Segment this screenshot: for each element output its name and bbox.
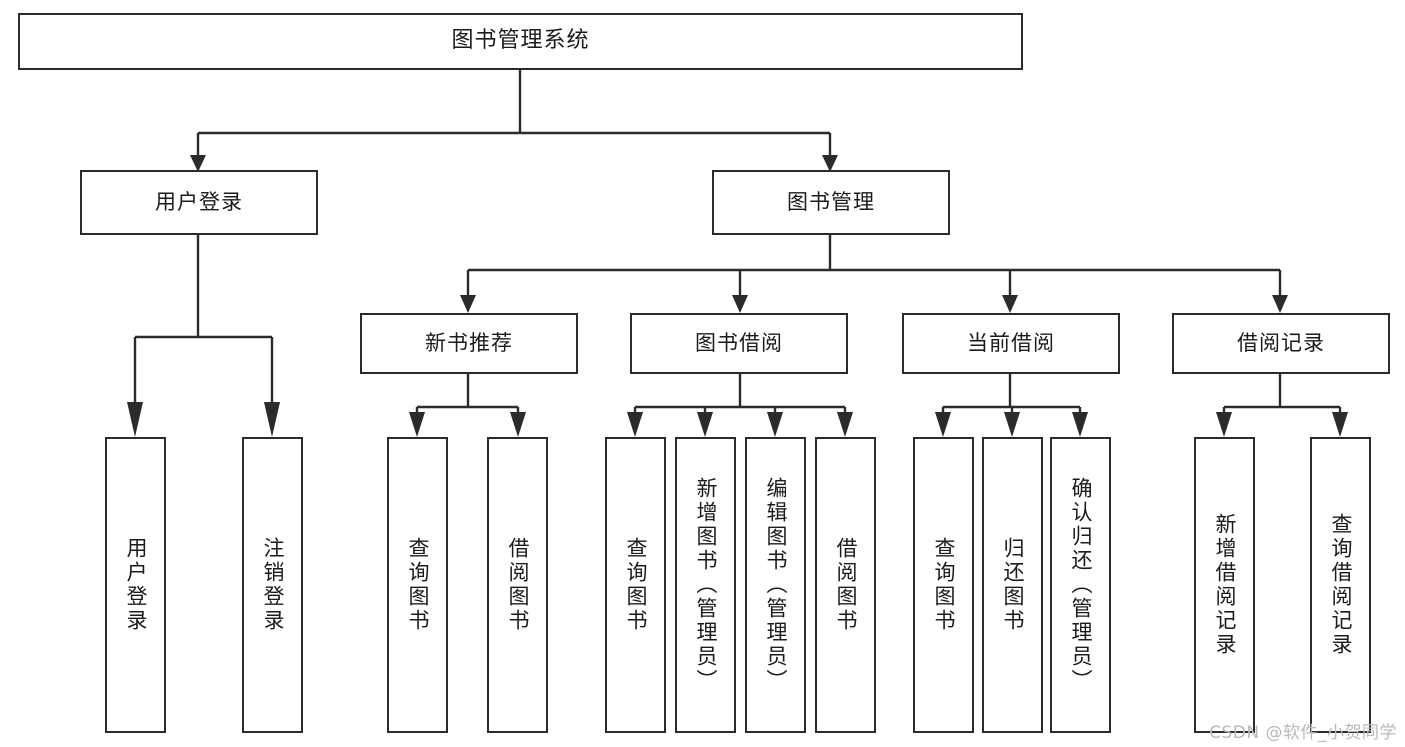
leaf-records-add-record[interactable]: 新增借阅记录 [1194,437,1255,733]
node-label: 当前借阅 [967,330,1055,355]
node-book-borrow[interactable]: 图书借阅 [630,313,848,374]
leaf-label: 新增借阅记录 [1213,513,1237,657]
leaf-recommend-borrow-book[interactable]: 借阅图书 [487,437,548,733]
node-user-login[interactable]: 用户登录 [80,170,318,235]
leaf-label: 编辑图书（管理员） [764,477,788,693]
leaf-borrow-add-book-admin[interactable]: 新增图书（管理员） [675,437,736,733]
leaf-borrow-borrow-book[interactable]: 借阅图书 [815,437,876,733]
node-root-system[interactable]: 图书管理系统 [18,13,1023,70]
leaf-borrow-query-book[interactable]: 查询图书 [605,437,666,733]
node-label: 新书推荐 [425,330,513,355]
leaf-current-confirm-return-admin[interactable]: 确认归还（管理员） [1050,437,1111,733]
leaf-borrow-edit-book-admin[interactable]: 编辑图书（管理员） [745,437,806,733]
leaf-label: 借阅图书 [834,537,858,633]
leaf-label: 确认归还（管理员） [1069,477,1093,693]
node-label: 图书借阅 [695,330,783,355]
leaf-user-login-login[interactable]: 用户登录 [105,437,166,733]
leaf-label: 查询图书 [406,537,430,633]
watermark: CSDN @软件_小贺同学 [1209,723,1397,743]
leaf-label: 新增图书（管理员） [694,477,718,693]
node-new-book-recommend[interactable]: 新书推荐 [360,313,578,374]
node-book-management[interactable]: 图书管理 [712,170,950,235]
node-borrow-records[interactable]: 借阅记录 [1172,313,1390,374]
leaf-label: 注销登录 [261,537,285,633]
node-label: 借阅记录 [1237,330,1325,355]
leaf-recommend-query-book[interactable]: 查询图书 [387,437,448,733]
node-current-borrow[interactable]: 当前借阅 [902,313,1120,374]
leaf-user-login-logout[interactable]: 注销登录 [242,437,303,733]
leaf-label: 查询借阅记录 [1329,513,1353,657]
node-label: 图书管理 [787,189,875,214]
node-label: 图书管理系统 [451,28,590,54]
leaf-current-return-book[interactable]: 归还图书 [982,437,1043,733]
leaf-current-query-book[interactable]: 查询图书 [913,437,974,733]
node-label: 用户登录 [155,189,243,214]
leaf-label: 查询图书 [932,537,956,633]
leaf-label: 归还图书 [1001,537,1025,633]
leaf-label: 查询图书 [624,537,648,633]
leaf-records-query-record[interactable]: 查询借阅记录 [1310,437,1371,733]
leaf-label: 借阅图书 [506,537,530,633]
leaf-label: 用户登录 [124,537,148,633]
